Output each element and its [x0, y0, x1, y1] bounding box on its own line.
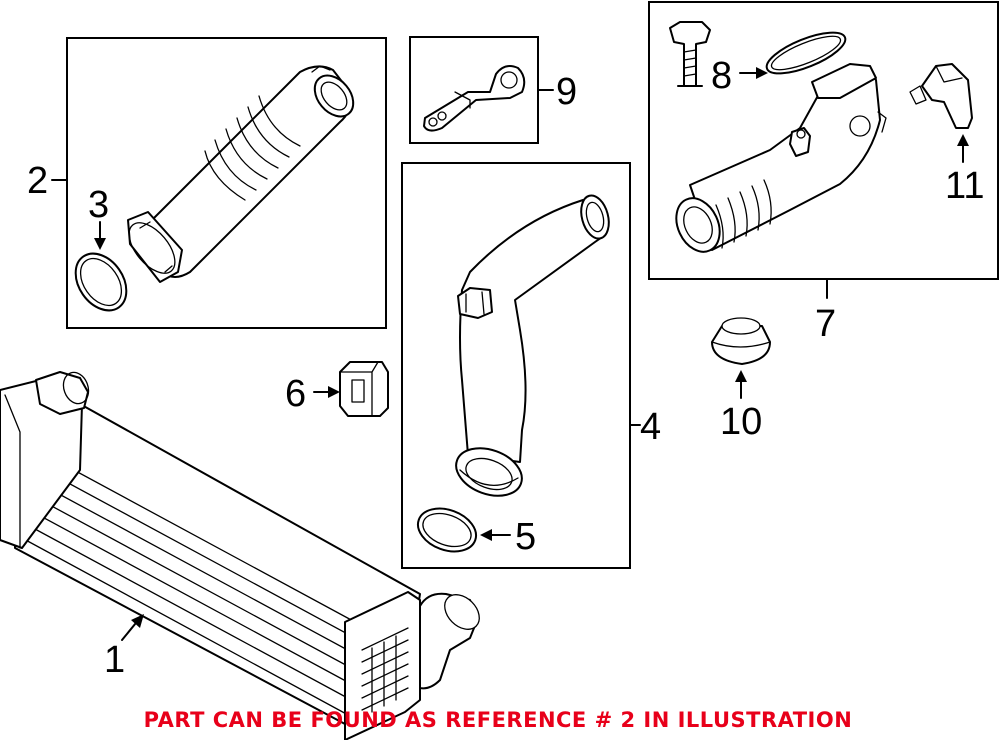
sensor-part-11 — [909, 63, 973, 129]
callout-3: 3 — [88, 184, 109, 250]
intercooler-part-1 — [0, 371, 480, 740]
callout-label-4: 4 — [640, 406, 661, 448]
callout-label-5: 5 — [515, 516, 536, 558]
callout-label-3: 3 — [88, 184, 109, 226]
callout-11: 11 — [945, 134, 984, 207]
callout-1: 1 — [104, 614, 144, 681]
charge-pipe-part-4 — [455, 194, 610, 497]
callout-label-10: 10 — [720, 401, 762, 443]
callout-label-7: 7 — [815, 303, 836, 345]
callout-8: 8 — [711, 55, 768, 97]
box-part-4 — [401, 162, 631, 569]
intake-hose-part-7 — [675, 63, 887, 253]
callout-6: 6 — [285, 373, 340, 415]
callout-label-6: 6 — [285, 373, 306, 415]
callout-4: 4 — [629, 406, 661, 448]
callout-5: 5 — [480, 516, 536, 558]
callout-7: 7 — [815, 278, 836, 345]
screw-fastener — [669, 21, 711, 87]
bracket-part-9 — [423, 65, 526, 132]
grommet-part-10 — [711, 317, 771, 365]
seal-ring-part-5 — [416, 507, 478, 553]
callout-2: 2 — [27, 160, 68, 202]
callout-label-9: 9 — [556, 71, 577, 113]
callout-9: 9 — [537, 71, 577, 113]
gasket-part-8 — [765, 31, 847, 75]
callout-label-11: 11 — [945, 165, 984, 207]
callout-label-8: 8 — [711, 55, 732, 97]
o-ring-part-3 — [74, 252, 128, 312]
box-part-2 — [66, 37, 387, 329]
charge-pipe-part-2 — [127, 65, 355, 283]
reference-notice: PART CAN BE FOUND AS REFERENCE # 2 IN IL… — [144, 708, 853, 732]
box-part-7 — [648, 1, 999, 280]
clip-part-6 — [339, 361, 389, 417]
callout-label-2: 2 — [27, 160, 48, 202]
callout-label-1: 1 — [104, 639, 125, 681]
callout-10: 10 — [720, 370, 762, 443]
